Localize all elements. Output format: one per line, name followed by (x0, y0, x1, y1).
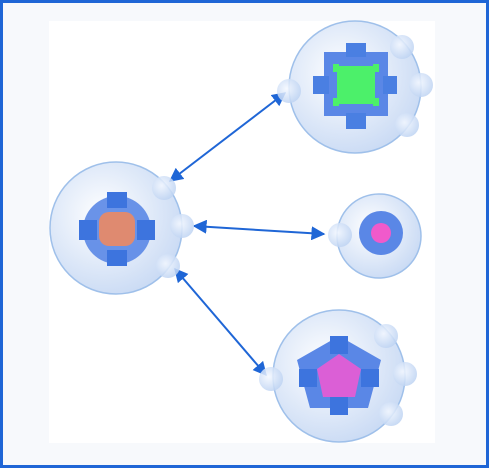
node-bottom-arm-bottom (330, 397, 348, 415)
node-hub-satellite-1 (152, 176, 176, 200)
node-hub-arm-left (79, 220, 97, 240)
node-bottom-arm-top (330, 336, 348, 354)
node-bottom-arm-right (361, 369, 379, 387)
node-hub-arm-top (107, 192, 127, 208)
edge-hub-top (168, 92, 287, 182)
node-middle-satellite-1 (328, 223, 352, 247)
node-top-core-notch-2 (373, 64, 379, 72)
node-top-arm-left (313, 76, 329, 94)
node-hub-satellite-3 (156, 254, 180, 278)
diagram-canvas (49, 20, 435, 443)
node-hub-satellite-2 (170, 214, 194, 238)
node-bottom-arm-left (299, 369, 317, 387)
edge-hub-bottom (174, 267, 267, 377)
edges (168, 92, 326, 377)
node-bottom-satellite-1 (374, 324, 398, 348)
node-hub-arm-bottom (107, 250, 127, 266)
node-hub-arm-right (137, 220, 155, 240)
node-top-satellite-1 (390, 35, 414, 59)
node-bottom-satellite-4 (259, 367, 283, 391)
node-bottom-satellite-3 (379, 402, 403, 426)
node-top-core-notch-1 (333, 64, 339, 72)
edge-hub-middle (192, 219, 326, 241)
node-top-core (337, 66, 375, 104)
node-top-core-notch-4 (373, 98, 379, 106)
node-top-core-notch-3 (333, 98, 339, 106)
node-bottom-core (317, 354, 361, 397)
node-middle-core (371, 223, 391, 243)
node-top-satellite-3 (395, 113, 419, 137)
node-top-arm-bottom (346, 113, 366, 129)
node-middle (328, 193, 422, 279)
node-bottom-satellite-2 (393, 362, 417, 386)
node-hub-core (99, 212, 135, 246)
node-top-arm-right (383, 76, 397, 94)
node-hub (49, 161, 194, 295)
node-top (277, 20, 433, 154)
node-bottom (259, 309, 417, 443)
node-top-arm-top (346, 43, 366, 57)
node-top-satellite-2 (409, 73, 433, 97)
node-top-satellite-4 (277, 79, 301, 103)
